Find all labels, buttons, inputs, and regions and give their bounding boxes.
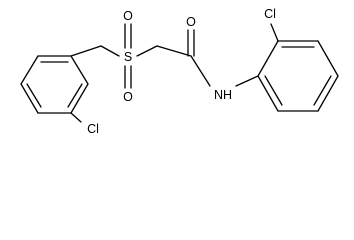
atom-o-top: O [123,9,133,23]
bond [257,40,279,77]
bond [70,83,89,114]
right-benzene-ring [257,40,339,112]
aromatic-bond [26,83,42,108]
bond [20,83,39,114]
atom-nh: NH [214,88,232,102]
left-benzene-ring [20,55,89,114]
bond-c-n [190,55,211,87]
bond-c-cl-left [70,112,82,123]
bond [20,55,39,85]
aromatic-bond [67,83,83,108]
aromatic-bond [264,75,283,106]
bond-n-ring [235,75,259,87]
bond [257,75,279,112]
atom-cl-right: Cl [264,7,276,21]
aromatic-bond [313,75,332,106]
molecule-structure: S O O O NH Cl Cl [20,7,339,136]
atom-cl-left: Cl [87,122,99,136]
bond-s-ch2 [136,45,158,57]
bond-ring-ch2 [70,45,102,57]
atom-o-bottom: O [123,90,133,104]
atom-s: S [124,50,132,64]
bond [317,75,339,112]
bond-ch2-s [100,45,120,57]
bond [317,40,339,77]
atom-o-carbonyl: O [186,15,196,29]
bond-ch2-co [156,45,192,57]
bond-c-cl-right [270,23,279,42]
bond [70,55,89,85]
